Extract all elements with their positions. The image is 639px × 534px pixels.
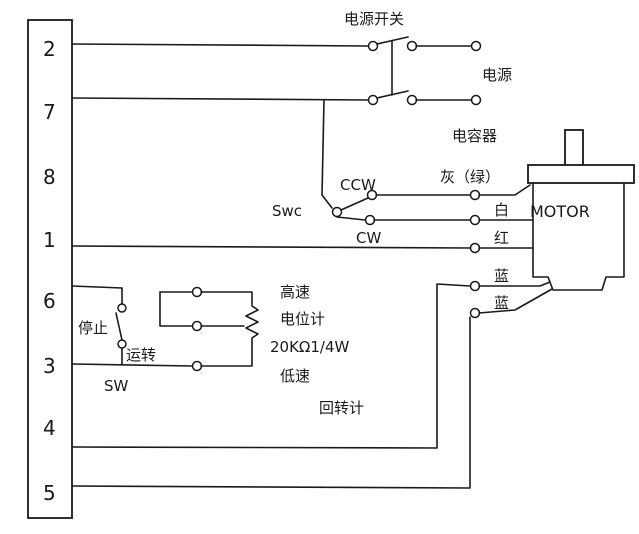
blue-wire-label-2: 蓝 xyxy=(494,294,509,312)
terminal-pin-5: 5 xyxy=(43,481,56,505)
power-label: 电源 xyxy=(482,66,512,84)
motor-terminal-gray xyxy=(469,189,481,201)
power-terminal-1 xyxy=(470,40,482,52)
terminal-pin-1: 1 xyxy=(43,228,56,252)
capacitor-label: 电容器 xyxy=(452,127,497,145)
swc-label: Swc xyxy=(272,202,302,220)
tach-terminal-1 xyxy=(469,280,481,292)
potentiometer-resistor xyxy=(200,291,259,367)
cw-label: CW xyxy=(356,229,381,247)
low-speed-label: 低速 xyxy=(280,367,310,385)
terminal-pin-7: 7 xyxy=(43,100,56,124)
motor-terminal-red xyxy=(469,242,481,254)
blue-wire-label-1: 蓝 xyxy=(494,267,509,285)
potentiometer-label: 电位计 xyxy=(280,310,325,328)
pot-wiper-terminal xyxy=(191,320,203,332)
cw-lead xyxy=(336,216,366,221)
motor-body xyxy=(532,182,625,291)
tach-lead-2 xyxy=(478,288,553,314)
motor-lead-gray xyxy=(478,184,531,196)
terminal-pin-4: 4 xyxy=(43,416,56,440)
power-switch-contact-2 xyxy=(367,94,379,106)
low-speed-terminal xyxy=(191,360,203,372)
sw-label: SW xyxy=(104,377,129,395)
swc-blade xyxy=(340,197,369,211)
white-wire-label: 白 xyxy=(494,201,509,219)
motor-flange xyxy=(527,164,635,184)
wire-pin-5 xyxy=(71,316,471,489)
run-label: 运转 xyxy=(126,346,156,364)
swc-common-terminal xyxy=(331,206,343,218)
stop-label: 停止 xyxy=(78,319,108,337)
ccw-terminal xyxy=(366,189,378,201)
motor-label: MOTOR xyxy=(530,202,590,221)
high-speed-label: 高速 xyxy=(280,283,310,301)
gray-green-wire-label: 灰（绿） xyxy=(440,168,500,186)
cw-terminal xyxy=(364,214,376,226)
wire-pin-6 xyxy=(71,285,123,289)
stop-contact xyxy=(117,303,127,313)
power-switch-contact-3 xyxy=(406,40,418,52)
run-contact xyxy=(117,339,127,349)
red-wire-label: 红 xyxy=(494,229,509,247)
power-switch-label: 电源开关 xyxy=(344,10,404,28)
wire-to-swc xyxy=(321,99,333,209)
power-switch-contact-4 xyxy=(406,94,418,106)
ccw-label: CCW xyxy=(340,176,376,194)
wire-pin-3 xyxy=(71,363,193,367)
terminal-pin-6: 6 xyxy=(43,289,56,313)
terminal-pin-2: 2 xyxy=(43,37,56,61)
pot-wiper-wire xyxy=(159,291,193,327)
wire-pin-2 xyxy=(71,43,369,47)
terminal-pin-8: 8 xyxy=(43,165,56,189)
power-terminal-2 xyxy=(470,94,482,106)
terminal-pin-3: 3 xyxy=(43,354,56,378)
tach-lead-1 xyxy=(478,281,551,287)
high-speed-terminal xyxy=(191,286,203,298)
wire-pin-7 xyxy=(71,97,369,101)
potentiometer-rating: 20KΩ1/4W xyxy=(270,338,350,356)
motor-terminal-white xyxy=(469,214,481,226)
wire-pin-1 xyxy=(71,245,471,249)
sw-blade xyxy=(115,312,123,341)
power-switch-contact-1 xyxy=(367,40,379,52)
wire-pin-4 xyxy=(71,283,471,449)
motor-shaft xyxy=(564,129,584,169)
tach-terminal-2 xyxy=(469,307,481,319)
tachometer-label: 回转计 xyxy=(319,399,364,417)
terminal-strip xyxy=(27,19,73,519)
